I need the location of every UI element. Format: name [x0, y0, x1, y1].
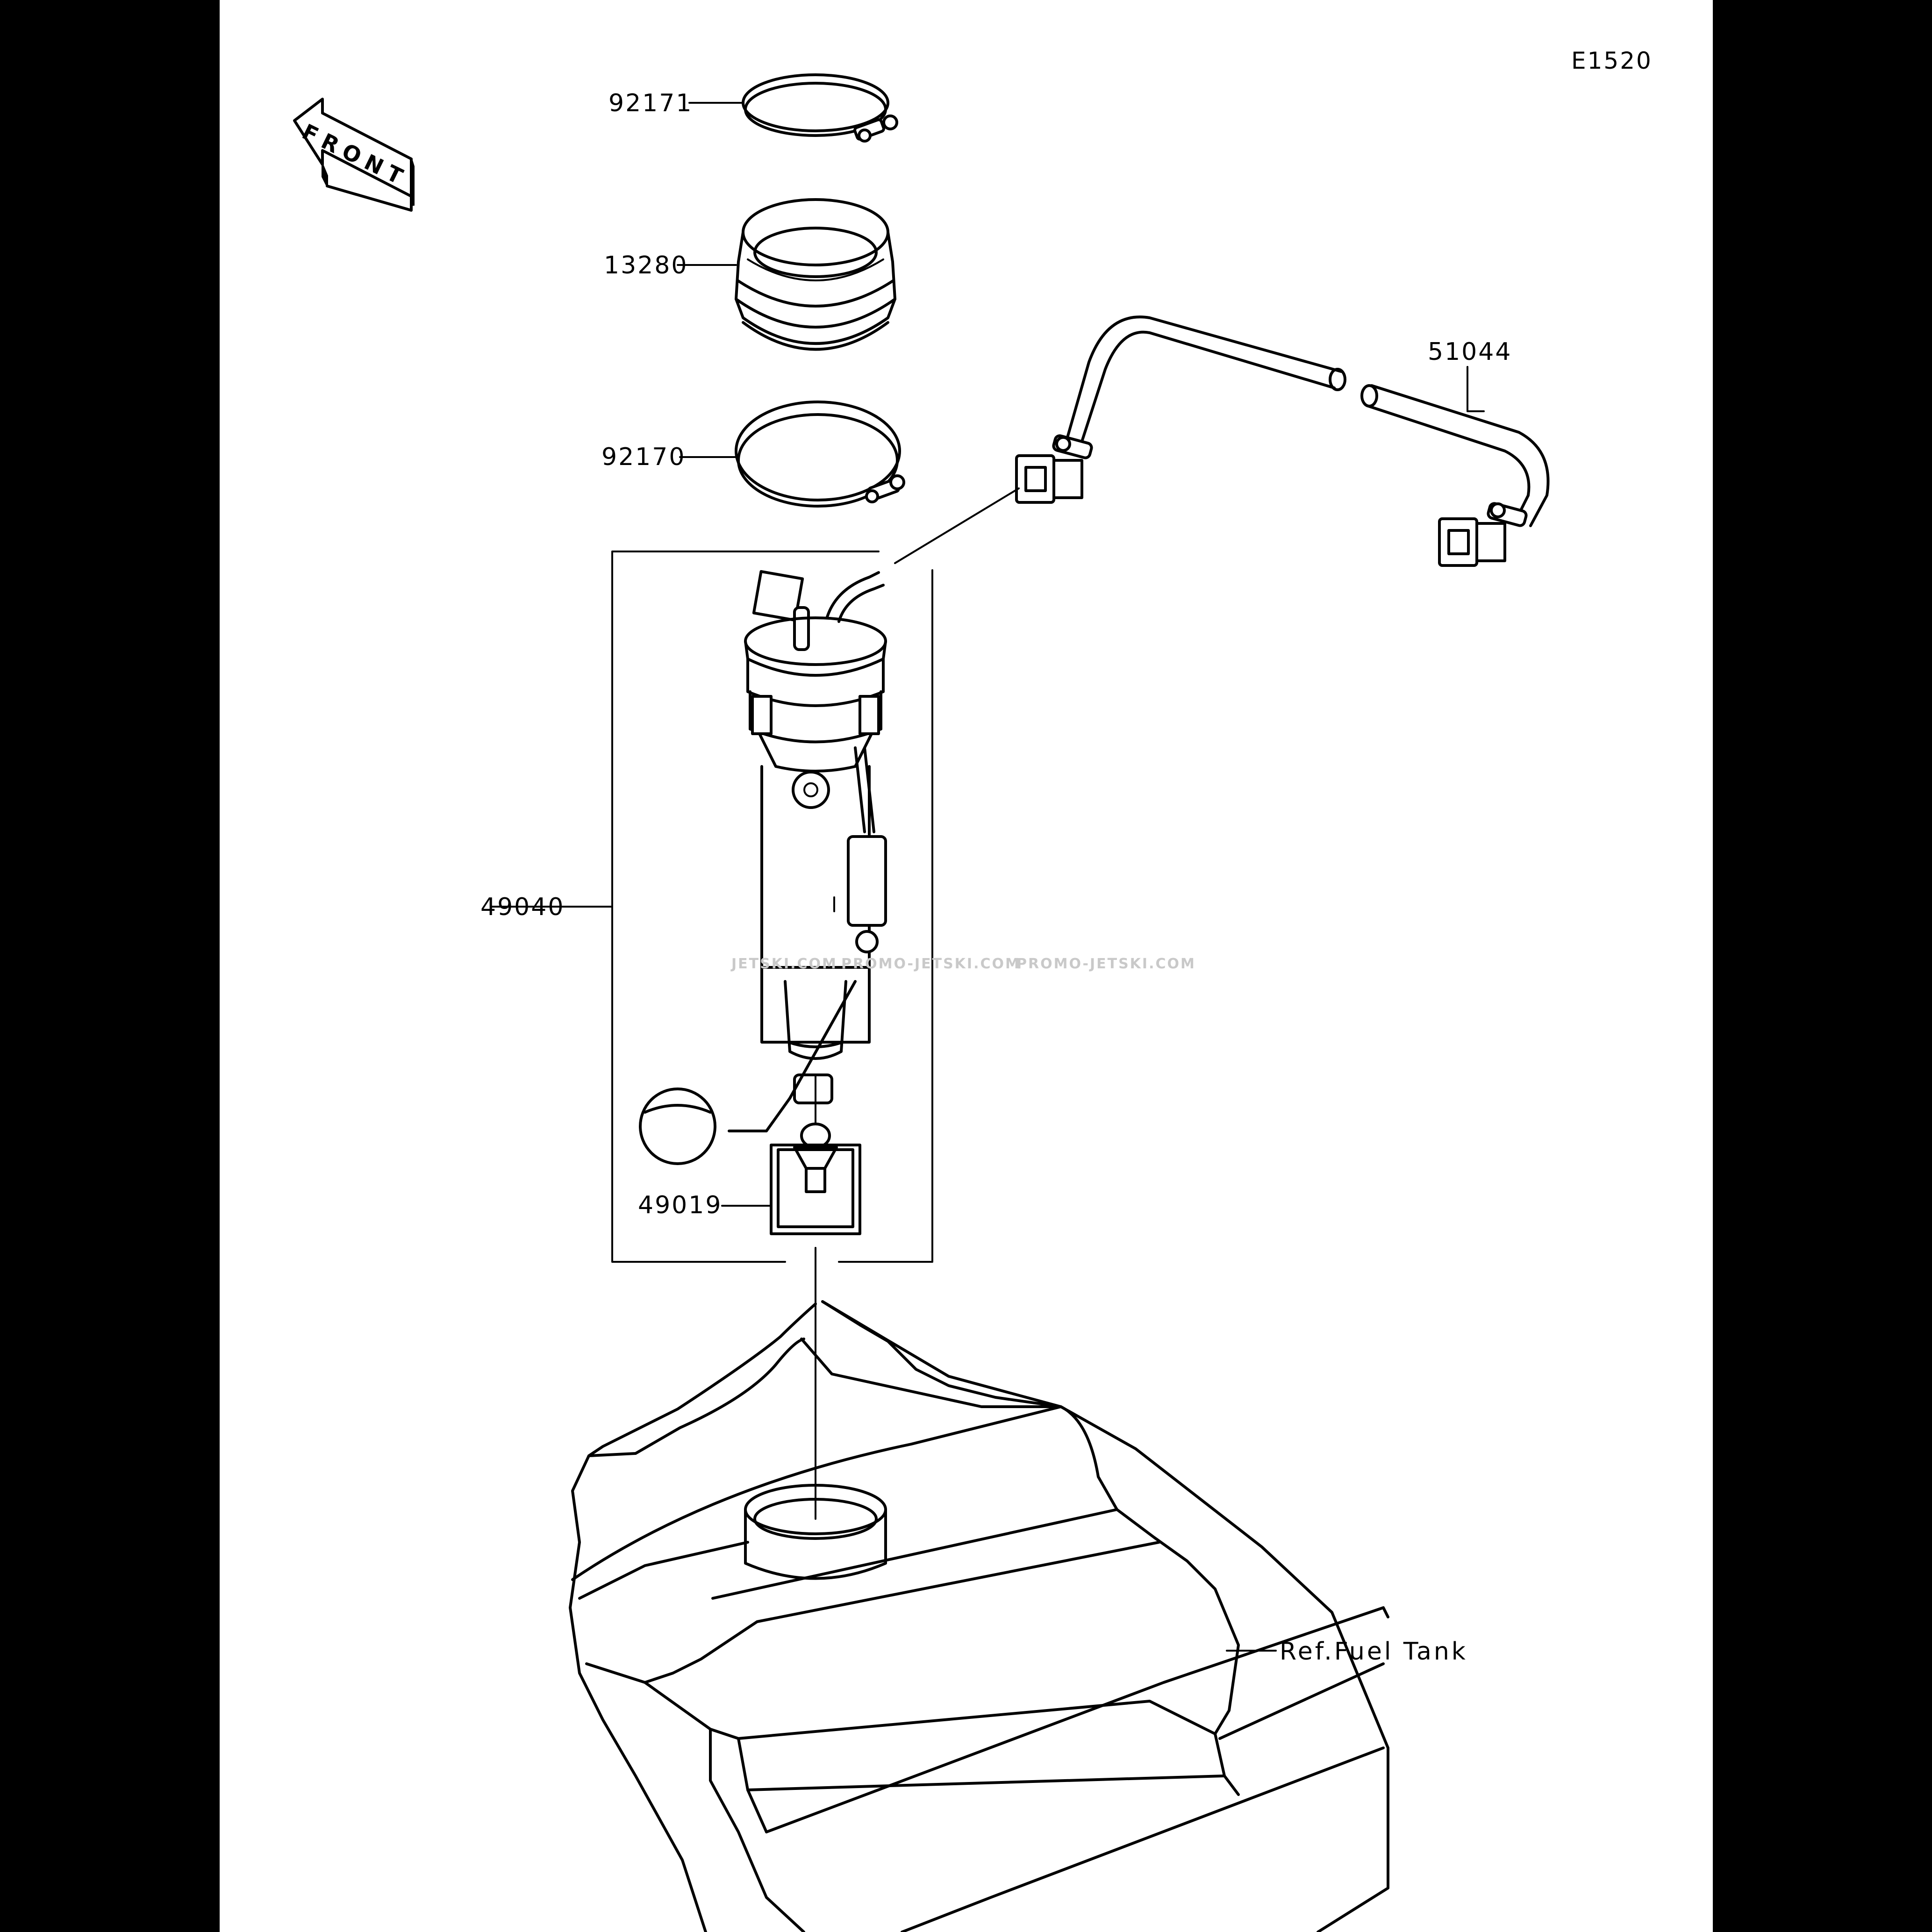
callout-49019: 49019 — [638, 1191, 723, 1219]
callout-92170: 92170 — [601, 443, 686, 471]
diagram-code: E1520 — [1571, 47, 1653, 74]
leader-51044 — [1467, 366, 1485, 412]
watermark-3: PROMO-JETSKI.COM — [1016, 956, 1196, 972]
grommet-13280-part — [735, 198, 896, 351]
bracket-49040-right — [838, 569, 933, 1263]
watermark-1: JETSKI.COM — [731, 956, 837, 972]
clamp-92170-part — [735, 401, 905, 508]
diagram-sheet — [220, 0, 1713, 1932]
callout-fuel-tank: Ref.Fuel Tank — [1280, 1638, 1468, 1666]
leader-hose-to-pump — [894, 487, 1020, 564]
callout-92171: 92171 — [608, 89, 693, 117]
front-arrow-icon — [293, 98, 415, 212]
filter-49019-part — [770, 1144, 861, 1235]
callout-49040: 49040 — [480, 893, 565, 921]
hose-51044-part — [1015, 315, 1550, 567]
callout-13280: 13280 — [604, 251, 688, 279]
callout-51044: 51044 — [1428, 338, 1512, 366]
fuel-pump-49040-part — [639, 570, 887, 1165]
clamp-92171-part — [742, 73, 898, 143]
fuel-tank-part — [569, 1300, 1389, 1932]
watermark-2: PROMO-JETSKI.COM — [841, 956, 1021, 972]
